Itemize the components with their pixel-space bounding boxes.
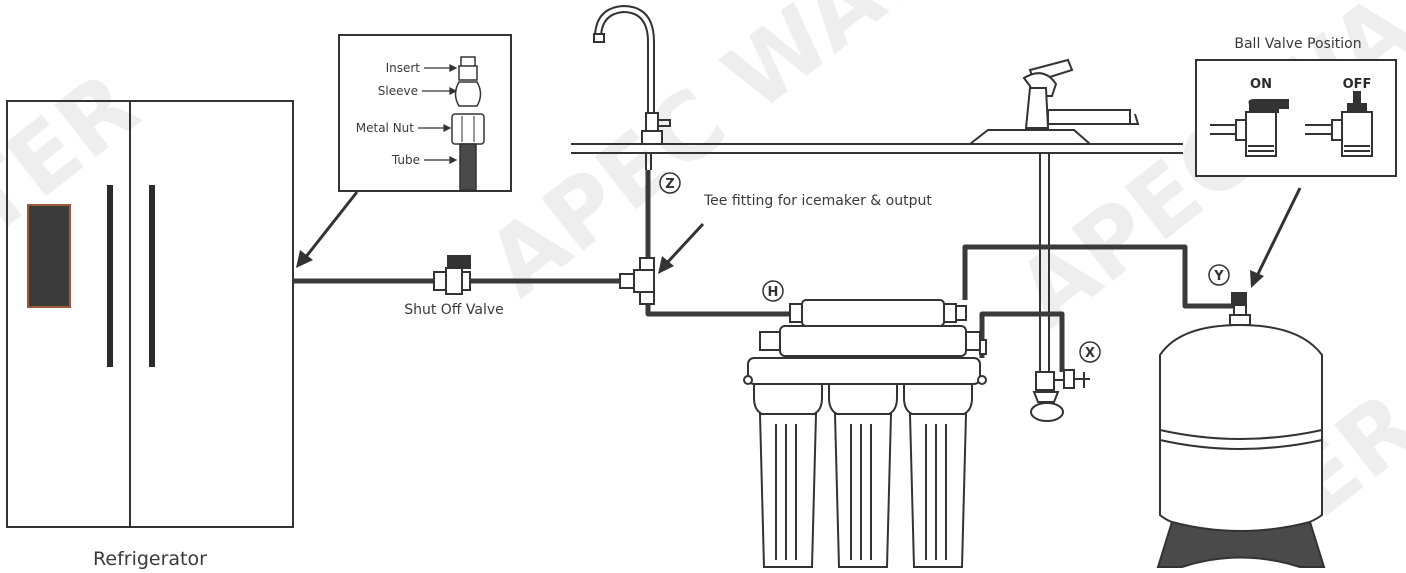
- marker-x: X: [1079, 341, 1101, 363]
- inline-filter-top: [801, 299, 945, 327]
- tank-ball-valve: [1231, 292, 1247, 306]
- svg-text:X: X: [1085, 346, 1095, 361]
- fitting-detail-box: Insert Sleeve Metal Nut Tube: [338, 34, 512, 192]
- feed-line: [979, 311, 1065, 372]
- tee-pointer-arrow: [658, 222, 705, 274]
- tank-line: [962, 244, 1240, 309]
- sleeve-label: Sleeve: [378, 84, 418, 98]
- ball-valve-off: [1305, 91, 1373, 157]
- shut-off-valve-label: Shut Off Valve: [404, 302, 504, 318]
- refrigerator-left-handle: [107, 185, 113, 367]
- refrigerator-right-handle: [149, 185, 155, 367]
- insert-label: Insert: [386, 61, 421, 75]
- ro-faucet: [593, 4, 671, 170]
- tube: [459, 143, 477, 191]
- marker-h: H: [762, 280, 784, 302]
- tank-base: [1156, 520, 1326, 568]
- refrigerator-panel: [27, 204, 71, 308]
- ball-valve-pointer-arrow: [1250, 187, 1302, 288]
- tee-fitting: [619, 257, 655, 305]
- detail-pointer-arrow: [296, 191, 359, 268]
- tube-label: Tube: [391, 153, 420, 167]
- svg-text:Y: Y: [1213, 269, 1224, 284]
- shut-off-valve: [433, 255, 471, 295]
- refrigerator-label: Refrigerator: [93, 548, 207, 570]
- tee-fitting-label: Tee fitting for icemaker & output: [703, 193, 932, 209]
- storage-tank: [1156, 292, 1326, 568]
- ball-valve-title: Ball Valve Position: [1234, 36, 1361, 52]
- svg-text:Z: Z: [665, 177, 674, 192]
- filter-housing-1: [753, 383, 823, 568]
- ball-valve-on-label: ON: [1250, 77, 1272, 92]
- svg-text:TER: TER: [0, 52, 158, 257]
- refrigerator: [6, 100, 294, 528]
- filter-housing-2: [828, 383, 898, 568]
- sleeve-fitting: [454, 81, 482, 107]
- ball-valve-off-label: OFF: [1343, 77, 1372, 92]
- ball-valve-box: ON OFF: [1195, 59, 1397, 177]
- metal-nut: [451, 113, 485, 145]
- kitchen-faucet: [967, 58, 1140, 422]
- mounting-bracket: [747, 357, 981, 385]
- svg-text:H: H: [768, 285, 779, 300]
- ro-system: [743, 299, 987, 568]
- ball-valve-on: [1210, 99, 1289, 157]
- marker-z: Z: [659, 172, 681, 194]
- membrane-housing: [779, 325, 967, 357]
- metal-nut-label: Metal Nut: [356, 121, 415, 135]
- filter-housing-3: [903, 383, 973, 568]
- marker-y: Y: [1208, 264, 1230, 286]
